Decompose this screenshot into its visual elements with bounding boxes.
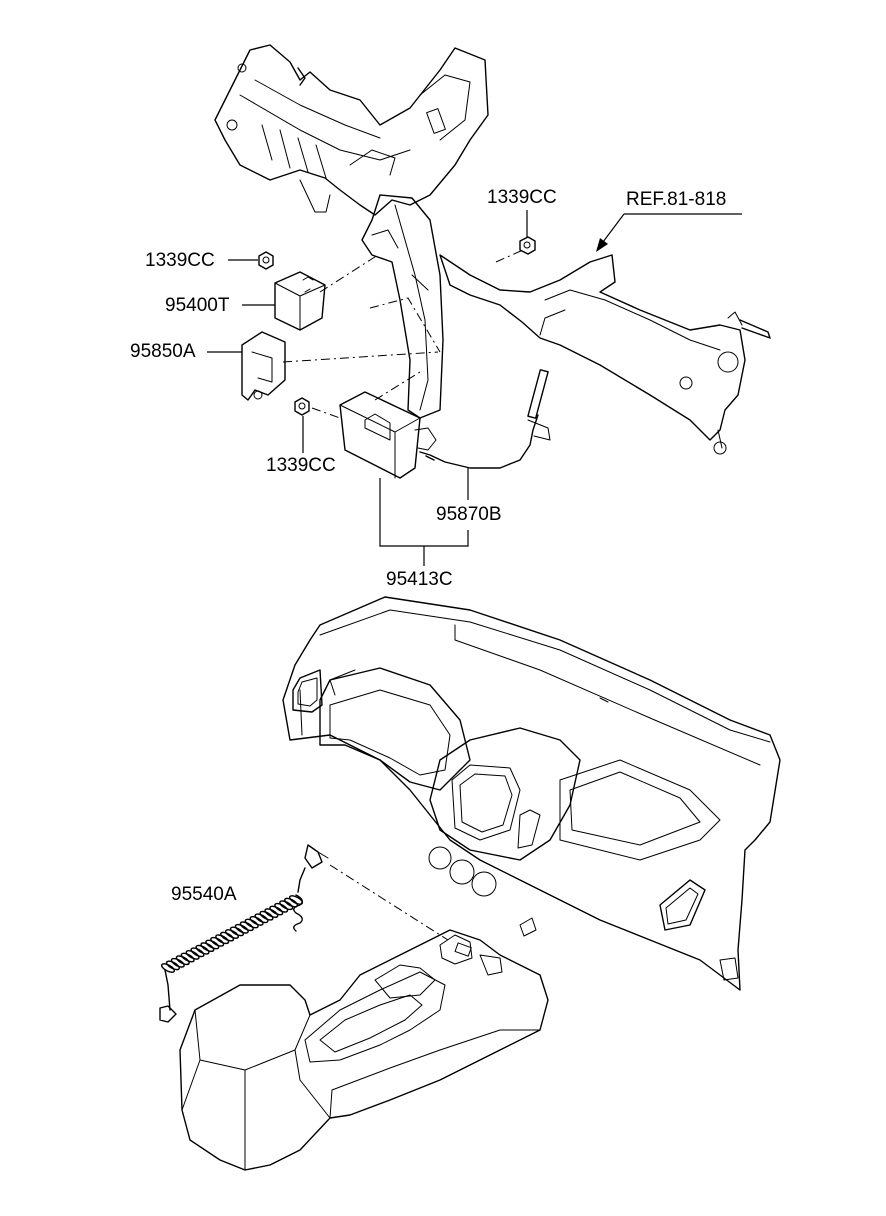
coil-loop — [220, 931, 235, 942]
coil-loop — [210, 936, 225, 947]
right-crossmember — [439, 254, 771, 455]
leader-dash — [374, 371, 421, 401]
coil-cord-95540a — [159, 844, 329, 1023]
leader-dash — [282, 351, 439, 363]
coil-loop — [234, 923, 249, 934]
leader-dash — [319, 254, 379, 293]
label-nut-1339cc-top: 1339CC — [487, 187, 557, 208]
center-support-stay — [361, 194, 444, 419]
nut-1339cc-lower — [294, 397, 310, 416]
coil-loop — [195, 944, 210, 955]
coil-loop — [269, 905, 284, 916]
coil-loop — [215, 934, 230, 945]
coil-loop — [170, 957, 185, 968]
label-95400t: 95400T — [165, 295, 230, 316]
leader-dash — [495, 249, 524, 263]
label-95850a: 95850A — [130, 341, 196, 362]
leader-dash — [311, 407, 341, 419]
label-95540a: 95540A — [171, 884, 237, 905]
coil-loop — [244, 918, 259, 929]
coil-loop — [259, 910, 274, 921]
coil-loop — [229, 926, 244, 937]
nut-1339cc-top — [519, 236, 536, 255]
control-unit-95413c — [339, 391, 437, 479]
coil-loop — [264, 908, 279, 919]
nut-1339cc-left — [258, 251, 274, 270]
leader-dash — [369, 297, 441, 353]
label-nut-1339cc-lower: 1339CC — [266, 455, 336, 476]
coil-loop — [254, 913, 269, 924]
coil-loop — [160, 963, 176, 973]
coil-loop — [284, 897, 299, 908]
coil-loop — [205, 939, 220, 950]
module-95400t — [274, 271, 326, 331]
label-95870b: 95870B — [436, 504, 502, 525]
coil-loop — [185, 949, 200, 960]
label-95413c: 95413C — [386, 569, 453, 590]
label-nut-1339cc-left: 1339CC — [145, 250, 215, 271]
coil-loop — [175, 955, 190, 966]
coil-loop — [279, 900, 294, 911]
coil-cord-loops — [160, 895, 304, 973]
coil-loop — [190, 947, 205, 958]
coil-loop — [288, 895, 304, 905]
antenna-cable-95870b — [419, 369, 551, 469]
bracket-95850a — [241, 331, 286, 401]
reference-leader — [599, 213, 625, 247]
cowl-crossmember — [214, 44, 489, 216]
coil-loop — [239, 921, 254, 932]
coil-loop — [180, 952, 195, 963]
instrument-panel — [282, 596, 781, 991]
leader-dash — [329, 864, 449, 941]
coil-loop — [224, 929, 240, 939]
label-ref-81-818: REF.81-818 — [626, 189, 727, 210]
coil-loop — [274, 902, 289, 913]
reference-arrowhead — [596, 238, 608, 252]
coil-loop — [165, 960, 180, 971]
center-console — [179, 929, 549, 1171]
coil-loop — [200, 942, 215, 953]
coil-loop — [249, 915, 264, 926]
